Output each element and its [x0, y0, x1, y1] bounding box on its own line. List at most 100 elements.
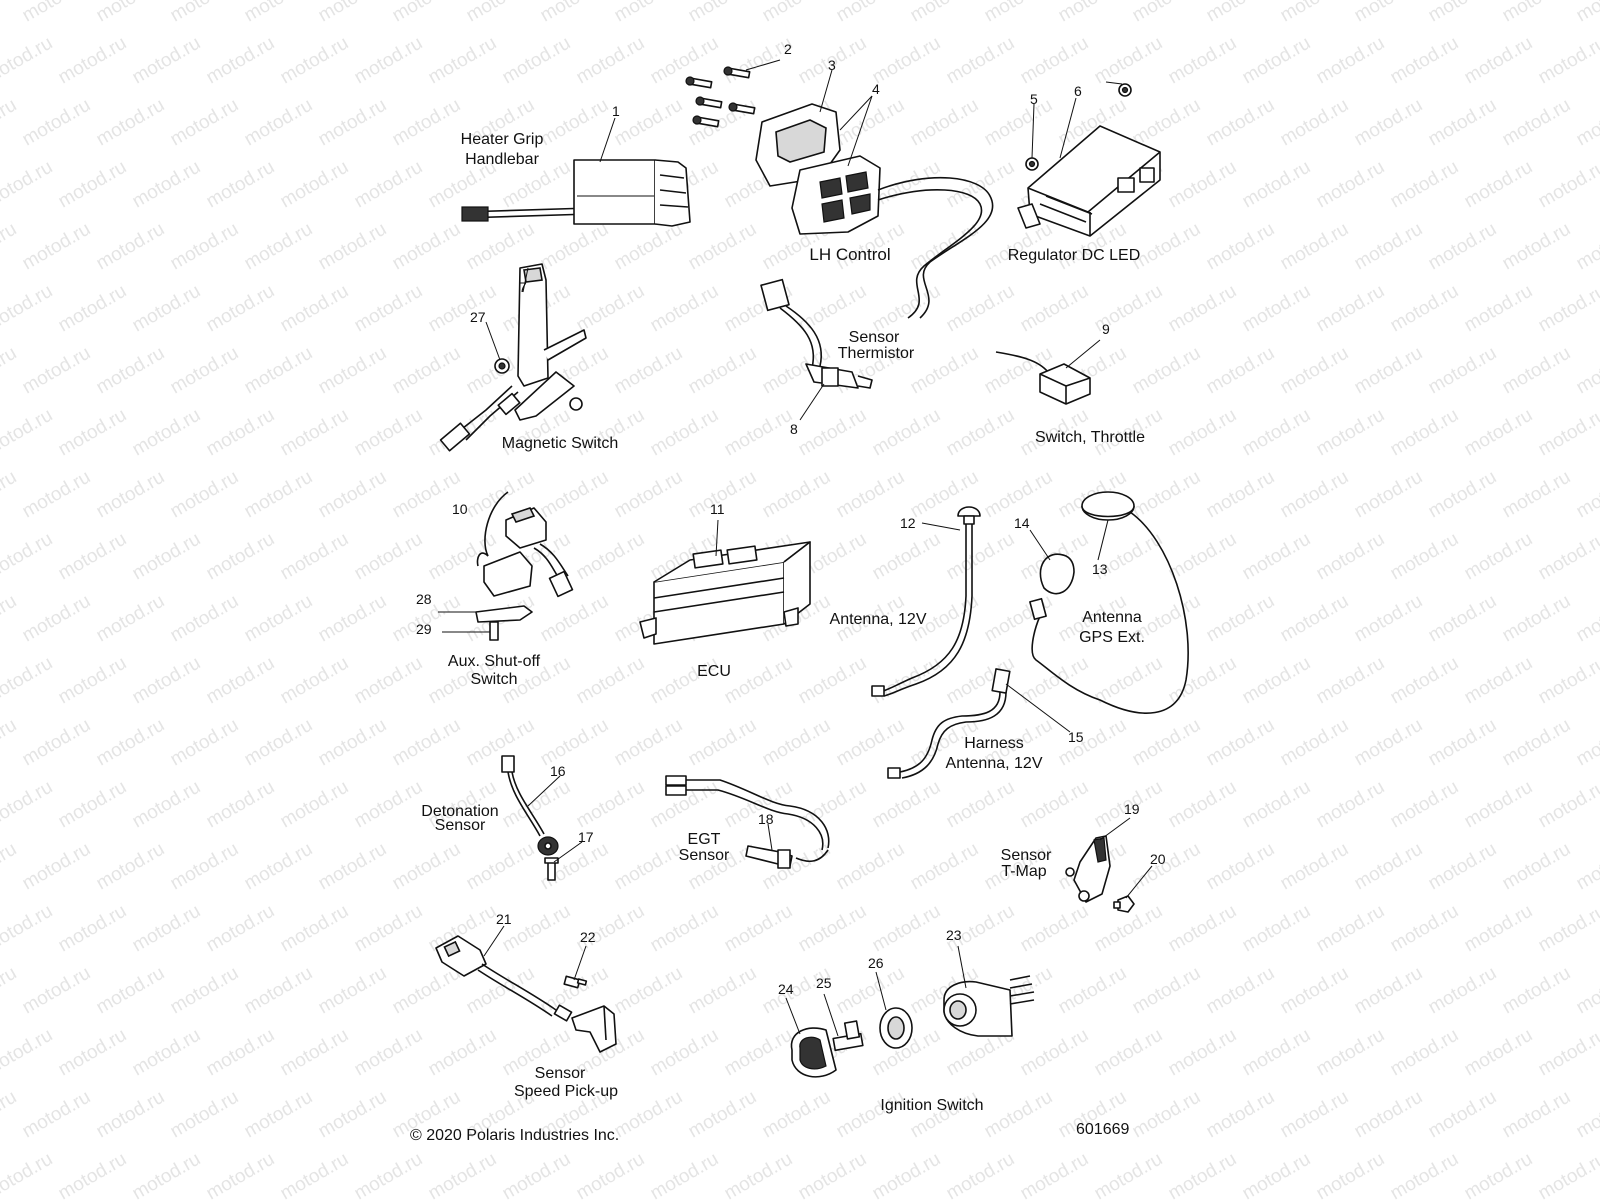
watermark-text: motod.ru [1499, 963, 1574, 1019]
watermark-text: motod.ru [833, 0, 908, 26]
watermark-text: motod.ru [0, 529, 56, 585]
callout-20: 20 [1150, 851, 1166, 867]
watermark-text: motod.ru [1461, 777, 1536, 833]
watermark-text: motod.ru [721, 653, 796, 709]
watermark-text: motod.ru [1313, 1025, 1388, 1081]
watermark-text: motod.ru [1461, 1149, 1536, 1200]
watermark-text: motod.ru [167, 591, 242, 647]
watermark-text: motod.ru [351, 777, 426, 833]
watermark-text: motod.ru [1461, 529, 1536, 585]
watermark-text: motod.ru [537, 0, 612, 26]
watermark-text: motod.ru [0, 219, 20, 275]
watermark-text: motod.ru [1535, 653, 1600, 709]
callout-7: 7 [519, 279, 527, 295]
watermark-text: motod.ru [1387, 653, 1462, 709]
callout-16: 16 [550, 763, 566, 779]
watermark-text: motod.ru [0, 1149, 56, 1200]
leader-lines [483, 59, 1153, 1037]
label-regulator: Regulator DC LED [1008, 247, 1141, 264]
watermark-text: motod.ru [315, 467, 390, 523]
watermark-text: motod.ru [795, 777, 870, 833]
watermark-text: motod.ru [647, 653, 722, 709]
label-egt-line1: EGT [688, 831, 721, 848]
watermark-text: motod.ru [0, 653, 56, 709]
watermark-text: motod.ru [907, 95, 982, 151]
watermark-text: motod.ru [351, 33, 426, 89]
watermark-text: motod.ru [463, 0, 538, 26]
watermark-text: motod.ru [833, 715, 908, 771]
watermark-text: motod.ru [573, 1149, 648, 1200]
watermark-text: motod.ru [1203, 1087, 1278, 1143]
watermark-text: motod.ru [1387, 901, 1462, 957]
part-lh-control [755, 103, 994, 319]
watermark-text: motod.ru [241, 95, 316, 151]
watermark-text: motod.ru [685, 1087, 760, 1143]
watermark-text: motod.ru [1239, 901, 1314, 957]
callout-19: 19 [1124, 801, 1140, 817]
watermark-text: motod.ru [1017, 901, 1092, 957]
watermark-text: motod.ru [1387, 157, 1462, 213]
watermark-text: motod.ru [1313, 281, 1388, 337]
watermark-text: motod.ru [647, 33, 722, 89]
label-harness-antenna-line2: Antenna, 12V [946, 755, 1043, 772]
watermark-text: motod.ru [1387, 281, 1462, 337]
watermark-text: motod.ru [167, 839, 242, 895]
part-detonation-sensor [501, 755, 559, 881]
watermark-text: motod.ru [795, 901, 870, 957]
watermark-text: motod.ru [1535, 1149, 1600, 1200]
watermark-text: motod.ru [1239, 281, 1314, 337]
label-sensor-thermistor-line1: Sensor [849, 329, 900, 346]
watermark-text: motod.ru [1165, 777, 1240, 833]
watermark-text: motod.ru [1425, 467, 1500, 523]
watermark-text: motod.ru [0, 405, 56, 461]
watermark-text: motod.ru [573, 653, 648, 709]
watermark-text: motod.ru [611, 219, 686, 275]
watermark-text: motod.ru [499, 1149, 574, 1200]
watermark-text: motod.ru [351, 901, 426, 957]
watermark-text: motod.ru [869, 777, 944, 833]
watermark-text: motod.ru [203, 1025, 278, 1081]
watermark-text: motod.ru [129, 33, 204, 89]
watermark-text: motod.ru [315, 591, 390, 647]
watermark-text: motod.ru [1129, 839, 1204, 895]
watermark-text: motod.ru [1573, 1087, 1600, 1143]
part-heater-grip [461, 159, 691, 227]
watermark-text: motod.ru [759, 0, 834, 26]
watermark-text: motod.ru [93, 715, 168, 771]
part-regulator [1017, 83, 1161, 237]
label-switch-throttle: Switch, Throttle [1035, 429, 1145, 446]
watermark-text: motod.ru [1129, 715, 1204, 771]
watermark-text: motod.ru [1461, 1025, 1536, 1081]
watermark-text: motod.ru [981, 467, 1056, 523]
watermark-text: motod.ru [0, 95, 20, 151]
watermark-text: motod.ru [647, 405, 722, 461]
label-sensor-thermistor-line2: Thermistor [838, 345, 915, 362]
watermark-text: motod.ru [93, 0, 168, 26]
watermark-text: motod.ru [1535, 33, 1600, 89]
watermark-text: motod.ru [93, 95, 168, 151]
watermark-text: motod.ru [277, 1025, 352, 1081]
watermark-text: motod.ru [1239, 1025, 1314, 1081]
watermark-text: motod.ru [1017, 281, 1092, 337]
watermark-text: motod.ru [425, 1025, 500, 1081]
watermark-text: motod.ru [315, 1087, 390, 1143]
watermark-text: motod.ru [389, 343, 464, 399]
watermark-text: motod.ru [1499, 0, 1574, 26]
watermark-text: motod.ru [93, 1087, 168, 1143]
watermark-text: motod.ru [1277, 1087, 1352, 1143]
figure-number: 601669 [1076, 1121, 1129, 1138]
watermark-text: motod.ru [1313, 653, 1388, 709]
watermark-text: motod.ru [611, 715, 686, 771]
watermark-text: motod.ru [1573, 591, 1600, 647]
watermark-text: motod.ru [0, 1025, 56, 1081]
callout-14: 14 [1014, 515, 1030, 531]
watermark-text: motod.ru [1091, 1149, 1166, 1200]
watermark-text: motod.ru [129, 157, 204, 213]
part-sensor-tmap [1065, 835, 1135, 913]
watermark-text: motod.ru [241, 715, 316, 771]
watermark-text: motod.ru [1351, 343, 1426, 399]
watermark-text: motod.ru [0, 591, 20, 647]
label-aux-shutoff-line1: Aux. Shut-off [448, 653, 541, 670]
watermark-text: motod.ru [351, 653, 426, 709]
